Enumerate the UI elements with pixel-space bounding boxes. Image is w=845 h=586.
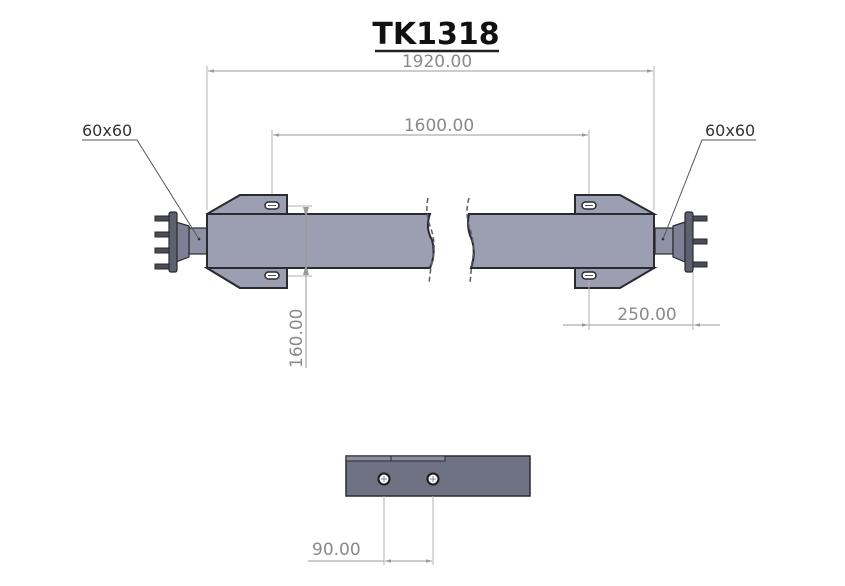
title-text: TK1318: [372, 17, 499, 52]
beam-side-profile: [345, 455, 531, 497]
callout-left-spindle: 60x60: [82, 121, 200, 240]
axle-beam-right-segment: [466, 197, 655, 285]
left-hub-flange: [168, 211, 178, 273]
axle-beam-left-segment: [206, 197, 435, 285]
callout-right-spindle: 60x60: [662, 121, 756, 240]
dimension-beam-height: 160.00: [287, 205, 312, 368]
callout-label: 60x60: [82, 121, 132, 140]
callout-label: 60x60: [705, 121, 755, 140]
drawing-title: TK1318: [372, 17, 500, 53]
right-mounting-bracket-top: [574, 194, 658, 215]
side-detail-view: [345, 455, 531, 497]
leader-line: [82, 139, 200, 240]
dimension-bracket-to-hub: 250.00: [563, 272, 720, 330]
break-line-left: [426, 197, 435, 285]
dimension-label: 160.00: [287, 309, 307, 368]
dimension-label: 1600.00: [404, 116, 474, 136]
left-hub-flare: [175, 221, 190, 263]
left-spindle: [188, 227, 208, 255]
dimension-overall-length: 1920.00: [206, 52, 655, 210]
dimension-label: 250.00: [617, 305, 676, 325]
right-axle-end: [574, 194, 708, 289]
mounting-hole-right: [426, 472, 440, 486]
dimension-bracket-spacing: 1600.00: [271, 116, 590, 200]
right-spindle: [654, 227, 674, 255]
dimension-label: 90.00: [312, 540, 361, 560]
left-wheel-studs: [154, 215, 170, 270]
right-wheel-studs: [692, 215, 708, 268]
left-bracket-overlay: [203, 194, 288, 289]
mounting-hole-left: [377, 472, 391, 486]
bracket-edge-left: [345, 455, 392, 462]
right-hub-flange: [684, 211, 694, 273]
dimension-label: 1920.00: [402, 52, 472, 72]
beam-body: [467, 213, 655, 269]
bracket-edge-right: [390, 455, 446, 462]
beam-body: [206, 213, 435, 269]
dimension-hole-spacing: 90.00: [308, 496, 434, 565]
right-hub-flare: [672, 221, 686, 263]
leader-line: [662, 139, 756, 240]
break-line-right: [466, 197, 475, 285]
